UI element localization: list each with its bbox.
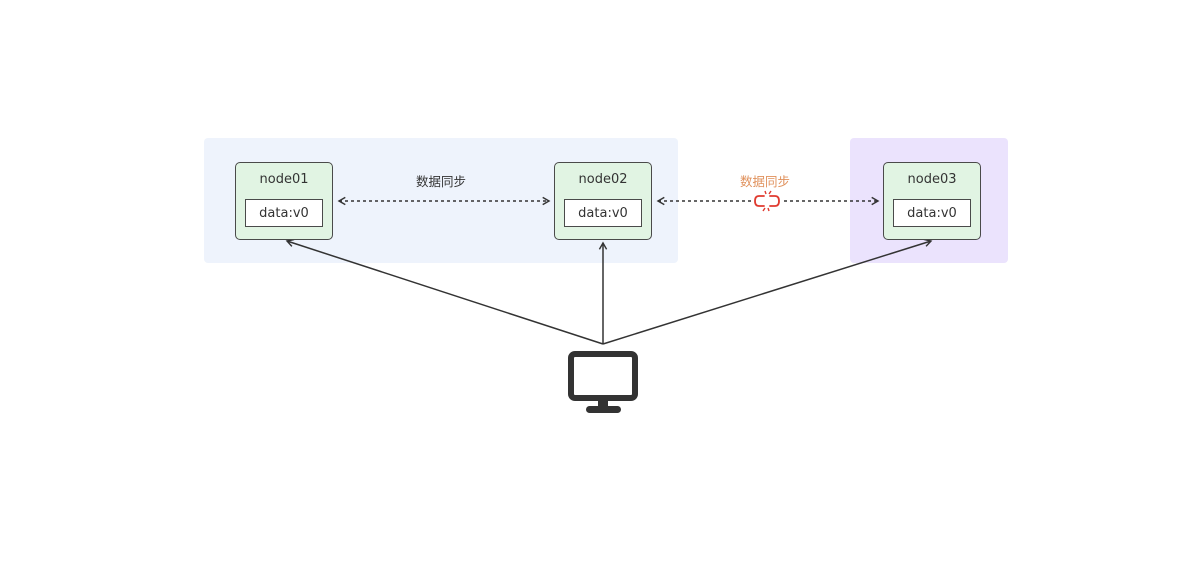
node-card-node03: node03 data:v0 — [883, 162, 981, 240]
node-title: node01 — [259, 172, 309, 187]
node-data-value: data:v0 — [245, 199, 323, 227]
monitor-icon — [568, 351, 638, 413]
broken-link-icon — [753, 190, 781, 212]
node-card-node01: node01 data:v0 — [235, 162, 333, 240]
node-data-value: data:v0 — [564, 199, 642, 227]
sync-label-node01-node02: 数据同步 — [416, 174, 467, 189]
client-to-node03-arrow — [602, 238, 933, 345]
node-title: node02 — [578, 172, 628, 187]
node-card-node02: node02 data:v0 — [554, 162, 652, 240]
sync-label-node02-node03: 数据同步 — [740, 174, 791, 189]
node-data-value: data:v0 — [893, 199, 971, 227]
node-title: node03 — [907, 172, 957, 187]
client-to-node01-arrow — [285, 238, 604, 345]
